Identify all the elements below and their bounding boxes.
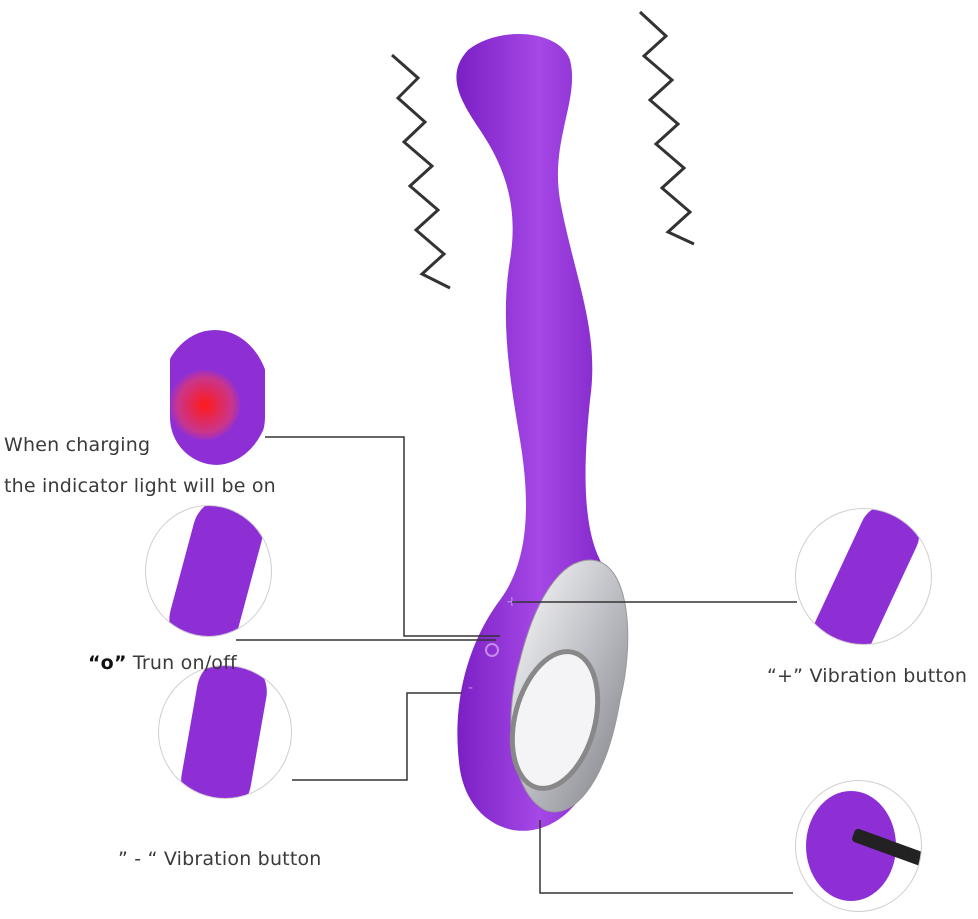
detail-circle-charge-port [795,780,922,912]
detail-circle-power [145,505,272,637]
vibration-zigzag-left-icon [391,53,451,290]
callout-minus: ” - “ Vibration button [118,848,322,870]
minus-key: ” - “ [118,848,158,870]
callout-line-charge-port [539,820,793,894]
callout-charging-line1: When charging [4,434,151,456]
handle-ring [509,649,601,791]
plus-text: Vibration button [809,665,968,687]
detail-circle-plus [795,508,932,645]
power-glyph [485,643,499,657]
power-text: Trun on/off [132,652,237,674]
indicator-light-icon [170,370,240,440]
power-key: “o” [88,652,127,674]
plus-glyph: + [506,594,518,610]
plus-key: “+” [767,665,804,687]
detail-circle-minus [158,665,292,799]
callout-line-charging [265,436,500,637]
callout-charging-line2: the indicator light will be on [4,475,276,497]
callout-line-minus [292,692,462,781]
vibration-zigzag-right-icon [638,10,695,246]
detail-circle-charging [160,330,270,465]
callout-power: “o” Trun on/off [88,652,237,674]
minus-glyph: - [468,680,473,696]
minus-text: Vibration button [163,848,322,870]
callout-plus: “+” Vibration button [767,665,967,687]
